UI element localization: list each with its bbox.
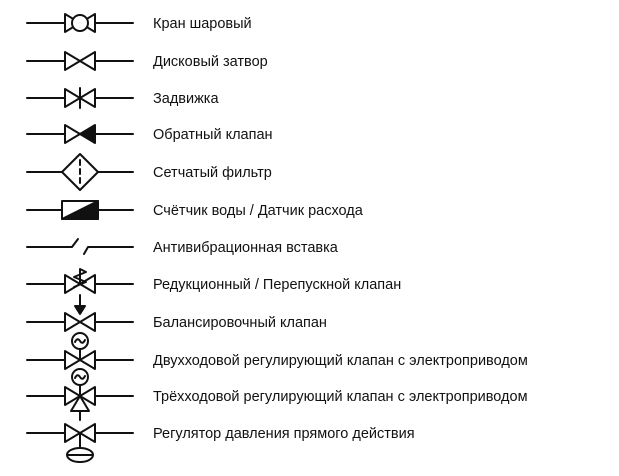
check-valve-icon xyxy=(26,124,134,144)
legend-label-two-way-motorized-valve: Двухходовой регулирующий клапан с электр… xyxy=(153,353,528,369)
legend-label-ball-valve: Кран шаровый xyxy=(153,16,252,32)
legend-label-three-way-motorized-valve: Трёхходовой регулирующий клапан с электр… xyxy=(153,389,528,405)
legend-row-water-meter: Счётчик воды / Датчик расхода xyxy=(26,200,364,220)
legend-row-two-way-motorized-valve: Двухходовой регулирующий клапан с электр… xyxy=(26,332,528,370)
balancing-valve-icon xyxy=(26,294,134,332)
two-way-motorized-valve-icon xyxy=(26,332,134,370)
legend-label-balancing-valve: Балансировочный клапан xyxy=(153,315,327,331)
strainer-icon xyxy=(26,153,134,191)
legend-row-pressure-regulator: Регулятор давления прямого действия xyxy=(26,423,415,463)
pressure-reducing-valve-icon xyxy=(26,268,134,294)
legend-label-strainer: Сетчатый фильтр xyxy=(153,165,272,181)
legend-row-pressure-reducing-valve: Редукционный / Перепускной клапан xyxy=(26,268,401,294)
pressure-regulator-icon xyxy=(26,423,134,463)
legend-row-strainer: Сетчатый фильтр xyxy=(26,153,272,191)
anti-vibration-insert-icon xyxy=(26,238,134,255)
water-meter-icon xyxy=(26,200,134,220)
legend-label-pressure-reducing-valve: Редукционный / Перепускной клапан xyxy=(153,277,401,293)
legend-label-gate-valve: Задвижка xyxy=(153,91,219,107)
legend-row-check-valve: Обратный клапан xyxy=(26,124,273,144)
legend-row-gate-valve: Задвижка xyxy=(26,87,219,109)
three-way-motorized-valve-icon xyxy=(26,368,134,421)
legend-row-anti-vibration-insert: Антивибрационная вставка xyxy=(26,238,339,256)
butterfly-valve-icon xyxy=(26,51,134,71)
gate-valve-icon xyxy=(26,87,134,109)
legend-label-check-valve: Обратный клапан xyxy=(153,127,273,143)
legend-label-pressure-regulator: Регулятор давления прямого действия xyxy=(153,426,415,442)
legend-row-balancing-valve: Балансировочный клапан xyxy=(26,294,327,332)
legend-label-anti-vibration-insert: Антивибрационная вставка xyxy=(153,240,339,256)
ball-valve-icon xyxy=(26,13,134,33)
legend-row-three-way-motorized-valve: Трёхходовой регулирующий клапан с электр… xyxy=(26,368,528,421)
legend-label-butterfly-valve: Дисковый затвор xyxy=(153,54,268,70)
legend-row-ball-valve: Кран шаровый xyxy=(26,13,252,33)
legend-label-water-meter: Счётчик воды / Датчик расхода xyxy=(153,203,364,219)
legend-row-butterfly-valve: Дисковый затвор xyxy=(26,51,268,71)
